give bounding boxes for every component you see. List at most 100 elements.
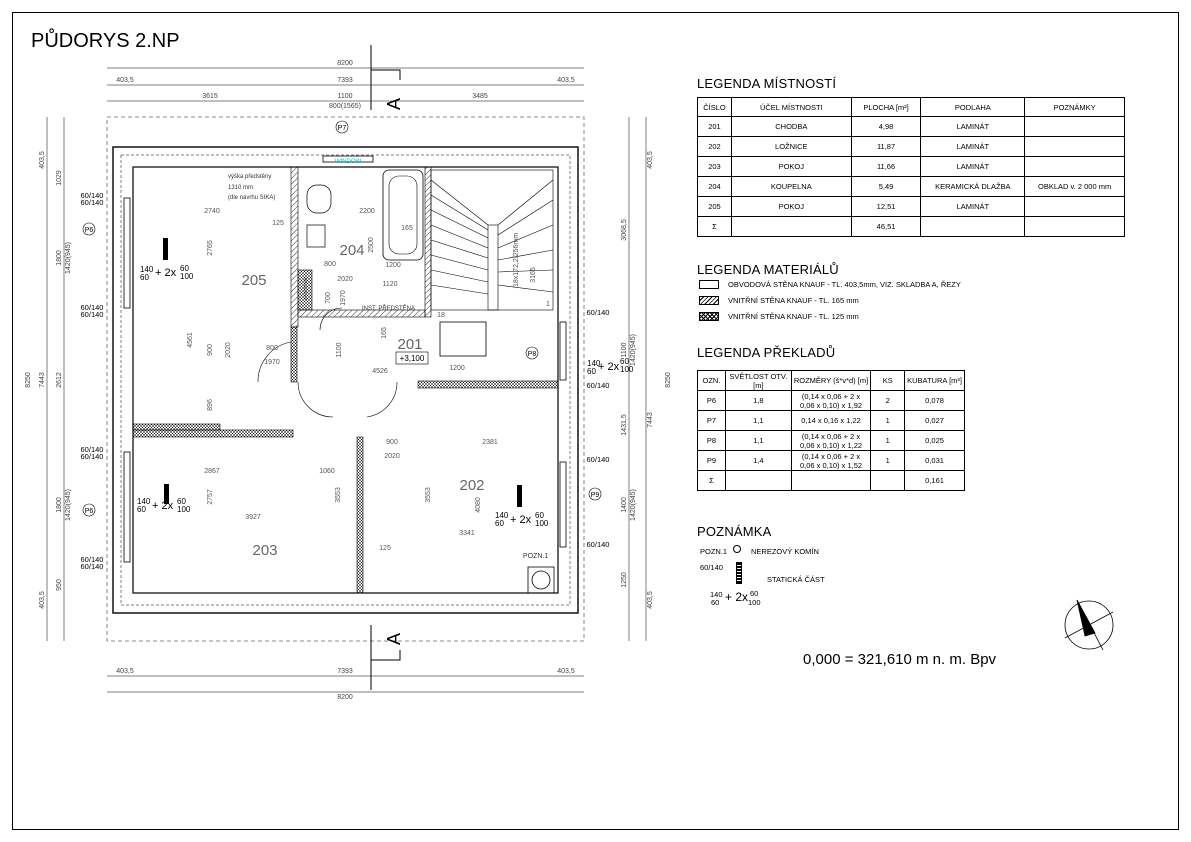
dim-left-7: 1420(945) (65, 489, 72, 521)
north-arrow (1064, 599, 1114, 651)
dim-right-4: 1420(945) (630, 334, 637, 366)
inner-dim-35: 18x172,2/256mm (513, 233, 520, 287)
dimension-lines (46, 67, 647, 693)
inner-dim-9: 2200 (359, 208, 375, 215)
dim-top-total: 8200 (337, 60, 353, 67)
window-label-9: 60/140 (587, 308, 610, 317)
note-tank: ZÁSOBNÍK (302, 277, 308, 300)
inner-dim-10: 2500 (368, 237, 375, 253)
formula-202-e: 100 (535, 519, 549, 528)
window-label-1: 60/140 (81, 191, 104, 200)
window-label-10: 60/140 (587, 381, 610, 390)
room-202: 202 (459, 477, 484, 494)
formula-202-d: 60 (535, 511, 544, 520)
formula-202-c: + 2x (510, 514, 532, 526)
window-label-6: 60/140 (81, 452, 104, 461)
dim-left-6: 1800 (56, 497, 63, 513)
dim-right-7: 1420(945) (630, 489, 637, 521)
wall-inst (297, 269, 313, 311)
note-pozn1-text: NEREZOVÝ KOMÍN (751, 547, 819, 556)
chimney (527, 566, 555, 594)
dim-bottom-total: 8200 (337, 694, 353, 701)
inner-dim-21: 165 (381, 327, 388, 339)
drawing-sheet-frame (12, 12, 1179, 830)
inner-dim-20: 1200 (449, 365, 465, 372)
dim-top-seg2: 1100 (337, 93, 352, 100)
inner-dim-17: 1120 (382, 281, 397, 288)
chimney-icon (733, 545, 741, 553)
dim-bottom-inner: 7393 (337, 668, 353, 675)
dim-right-3: 1100 (621, 342, 628, 357)
lintels-header-mark: OZN. (697, 370, 726, 391)
dim-left-4: 1420(945) (65, 242, 72, 274)
dim-top-inner: 7393 (337, 77, 353, 84)
inner-dim-3: 4561 (187, 332, 194, 348)
dim-right-11: 8250 (665, 372, 672, 388)
door-swings (257, 307, 398, 418)
dim-left-8: 950 (56, 579, 63, 591)
inner-dim-2: 2765 (207, 240, 214, 256)
section-line (370, 45, 401, 690)
formula-201-c: + 2x (598, 361, 620, 373)
rooms-header-floor: PODLAHA (920, 97, 1026, 117)
inner-dim-30: 2381 (482, 439, 498, 446)
formula-201-e: 100 (620, 365, 634, 374)
inner-dim-7: 800 (266, 345, 278, 352)
inner-dim-13: 800 (324, 261, 336, 268)
formula-201-d: 60 (620, 357, 629, 366)
toilet (306, 184, 332, 214)
exterior-wall-inner (132, 166, 559, 594)
inner-dim-38: 18 (437, 312, 445, 319)
bathtub-inner (388, 175, 418, 255)
room-205: 205 (241, 272, 266, 289)
note-static-label: 60/140 (700, 563, 723, 572)
legend-lintels-heading: LEGENDA PŘEKLADŮ (697, 345, 836, 360)
material-row-exterior: OBVODOVÁ STĚNA KNAUF - TL. 403,5mm, VIZ.… (699, 280, 961, 289)
inner-dim-1: 2740 (204, 208, 220, 215)
room-201: 201 (397, 336, 422, 353)
wall-204-stair (424, 166, 432, 318)
bathtub (382, 169, 424, 261)
inner-dim-36: 3165 (530, 267, 537, 283)
inner-dim-22: 2867 (204, 468, 220, 475)
inner-dim-27: 125 (379, 545, 391, 552)
formula-205-d: 60 (180, 264, 189, 273)
inner-dim-25: 1060 (319, 468, 335, 475)
dim-right-10: 7443 (647, 412, 654, 428)
lintel-p6-bottom: P6 (85, 508, 94, 515)
legend-rooms-table: ČÍSLO ÚČEL MÍSTNOSTI PLOCHA [m²] PODLAHA… (697, 97, 1125, 237)
dim-bottom-wall-left: 403,5 (116, 668, 134, 675)
note-pozn1-label: POZN.1 (700, 547, 728, 556)
inner-dim-31: 3553 (425, 487, 432, 503)
dim-left-3: 1800 (56, 250, 63, 266)
lintels-header-opening: SVĚTLOST OTV. [m] (724, 370, 792, 391)
dim-top-wall-left: 403,5 (116, 77, 134, 84)
static-part-icon (736, 562, 742, 584)
legend-materials-heading: LEGENDA MATERIÁLŮ (697, 262, 839, 277)
window-label-5: 60/140 (81, 445, 104, 454)
lintel-p7: P7 (338, 125, 347, 132)
inner-dim-26: 3553 (335, 487, 342, 503)
dim-left-5: 2612 (56, 372, 63, 388)
dim-top-seg3: 3485 (472, 93, 488, 100)
dim-left-1: 403,5 (39, 151, 46, 169)
inner-dim-5: 2020 (225, 342, 232, 358)
window-label-7: 60/140 (81, 555, 104, 564)
inner-dim-11: 1200 (385, 262, 401, 269)
inner-dim-34: 125 (272, 220, 284, 227)
note-formula-c: + 2x (725, 590, 749, 604)
lintels-header-dims: ROZMĚRY (š*v*d) [m] (790, 370, 872, 391)
window-label-4: 60/140 (81, 310, 104, 319)
formula-203-d: 60 (177, 497, 186, 506)
dim-left-2: 1029 (56, 170, 63, 186)
window-label-12: 60/140 (587, 540, 610, 549)
dim-left-11: 8250 (25, 372, 32, 388)
note-height-value: 1310 mm (228, 185, 253, 191)
note-static-text: STATICKÁ ČÁST (767, 575, 825, 584)
